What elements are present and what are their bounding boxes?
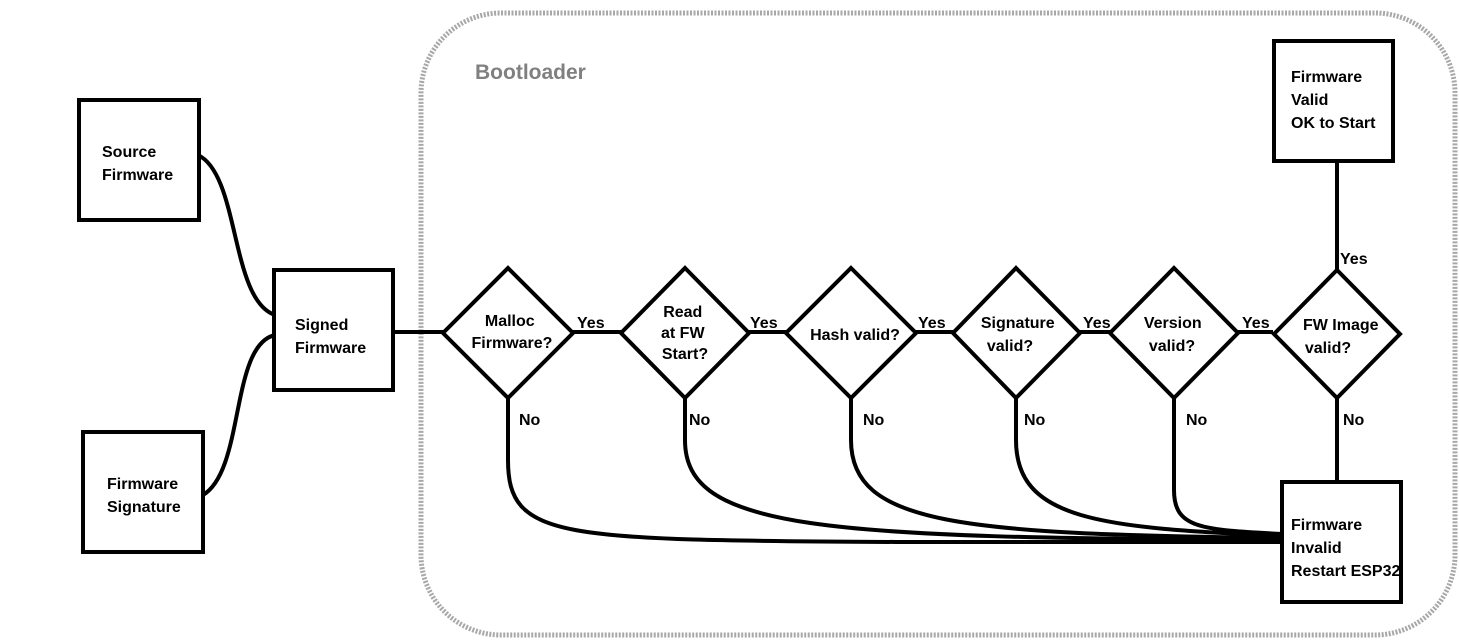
firmware-valid-node: Firmware Valid OK to Start (1272, 39, 1395, 163)
hash-label: Hash valid? (810, 327, 900, 344)
connector-source-to-signed (196, 153, 276, 317)
no-label-version: No (1186, 412, 1208, 429)
version-diamond (1107, 265, 1241, 401)
signature-diamond (950, 265, 1083, 401)
firmware-invalid-box (1280, 480, 1403, 604)
no-label-read: No (689, 412, 711, 429)
no-label-hash: No (863, 412, 885, 429)
yes-label-read: Yes (750, 315, 778, 332)
no-label-signature: No (1024, 412, 1046, 429)
fw-image-label: FW Image valid? (1303, 317, 1383, 357)
signed-firmware-node: Signed Firmware (272, 268, 395, 392)
version-decision: Version valid? (1107, 265, 1241, 401)
firmware-signature-node: Firmware Signature (81, 430, 205, 554)
yes-label-malloc: Yes (577, 315, 605, 332)
no-label-malloc: No (519, 412, 541, 429)
fw-image-decision: FW Image valid? (1271, 267, 1403, 401)
bootloader-region-title: Bootloader (475, 61, 586, 84)
malloc-decision: Malloc Firmware? (440, 265, 576, 401)
connector-hash-no (849, 398, 1284, 540)
signed-firmware-label: Signed Firmware (295, 317, 366, 357)
read-decision: Read at FW Start? (618, 265, 752, 401)
yes-label-hash: Yes (918, 315, 946, 332)
connector-read-no (683, 398, 1284, 542)
firmware-invalid-label: Firmware Invalid Restart ESP32 (1291, 517, 1400, 580)
firmware-signature-label: Firmware Signature (107, 476, 183, 516)
no-label-fw-image: No (1343, 412, 1365, 429)
malloc-diamond (440, 265, 576, 401)
source-firmware-node: Source Firmware (77, 98, 201, 222)
edge-labels: Yes Yes Yes Yes Yes Yes No No No No No N… (519, 251, 1368, 429)
yes-label-signature: Yes (1083, 315, 1111, 332)
signature-label: Signature valid? (981, 315, 1059, 355)
signed-firmware-box (272, 268, 395, 392)
yes-label-version: Yes (1242, 315, 1270, 332)
firmware-valid-box (1272, 39, 1395, 163)
connector-malloc-no (506, 398, 1283, 544)
malloc-label: Malloc Firmware? (472, 313, 553, 352)
read-label: Read at FW Start? (661, 304, 709, 363)
signature-decision: Signature valid? (950, 265, 1083, 401)
firmware-valid-label: Firmware Valid OK to Start (1291, 69, 1376, 132)
connector-signature-to-signed (201, 333, 276, 497)
fw-image-diamond (1271, 267, 1403, 401)
connectors (196, 153, 1339, 544)
bootloader-region (418, 10, 1458, 638)
firmware-signature-box (81, 430, 205, 554)
source-firmware-label: Source Firmware (102, 144, 173, 184)
version-label: Version valid? (1144, 315, 1206, 355)
connector-signature-no (1014, 398, 1284, 538)
hash-decision: Hash valid? (783, 265, 919, 401)
connector-version-no (1172, 398, 1284, 536)
yes-label-fw-image: Yes (1340, 251, 1368, 268)
source-firmware-box (77, 98, 201, 222)
firmware-invalid-node: Firmware Invalid Restart ESP32 (1280, 480, 1403, 604)
read-diamond (618, 265, 752, 401)
hash-diamond (783, 265, 919, 401)
